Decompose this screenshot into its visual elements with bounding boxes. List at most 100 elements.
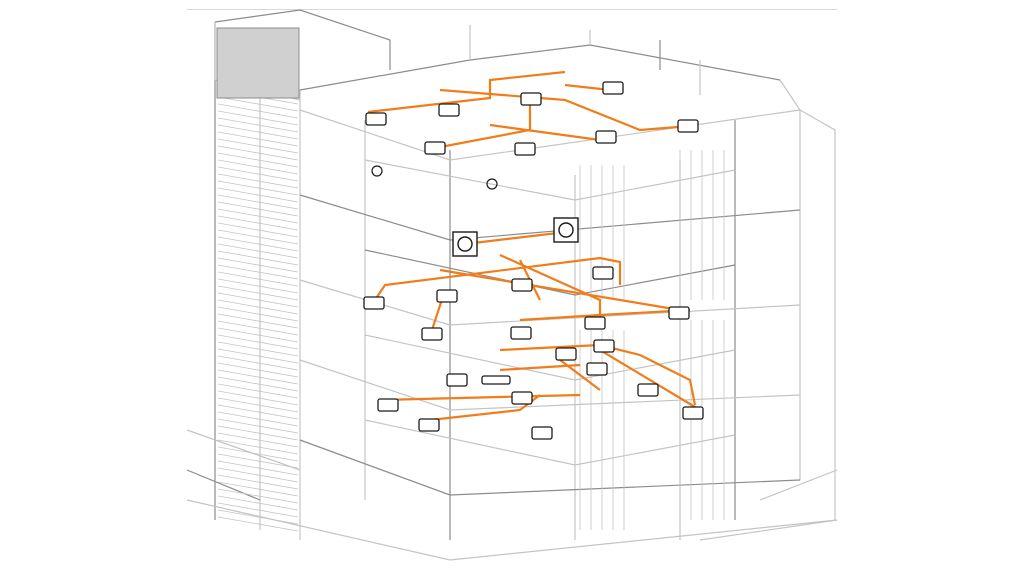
louver-line — [217, 453, 299, 469]
pipe-run — [519, 308, 691, 322]
pipe-run — [499, 253, 602, 320]
louver-line — [217, 502, 299, 518]
indoor-unit-icon — [682, 406, 704, 420]
structure-line — [186, 499, 838, 561]
pipe-run — [367, 70, 566, 114]
louver-line — [217, 243, 299, 259]
indoor-unit-icon — [511, 278, 533, 292]
louver-line — [217, 509, 299, 525]
louver-line — [217, 376, 299, 392]
louver-line — [217, 236, 299, 252]
structure-line — [799, 109, 836, 520]
louver-line — [217, 313, 299, 329]
wall-unit-icon — [481, 375, 511, 385]
indoor-unit-icon — [677, 119, 699, 133]
structure-line — [364, 159, 736, 201]
indoor-unit-icon — [511, 391, 533, 405]
top-border — [187, 9, 837, 10]
pipe-run — [374, 256, 622, 301]
louver-line — [217, 495, 299, 511]
louver-line — [217, 467, 299, 483]
indoor-unit-icon — [418, 418, 440, 432]
louver-line — [217, 404, 299, 420]
louver-line — [217, 208, 299, 224]
indoor-unit-icon — [436, 289, 458, 303]
louver-line — [217, 383, 299, 399]
louver-line — [217, 446, 299, 462]
louver-line — [217, 229, 299, 245]
indoor-unit-icon — [668, 306, 690, 320]
pipe-run — [489, 123, 601, 142]
louver-line — [217, 285, 299, 301]
outdoor-unit-icon — [452, 231, 478, 257]
indoor-unit-icon — [593, 339, 615, 353]
louver-line — [217, 222, 299, 238]
louver-line — [217, 152, 299, 168]
structure-line — [186, 469, 261, 501]
pipe-run — [439, 268, 681, 312]
louver-line — [217, 481, 299, 497]
refrigerant-piping — [367, 70, 701, 422]
louver-line — [217, 355, 299, 371]
louver-line — [217, 145, 299, 161]
indoor-unit-icon — [584, 316, 606, 330]
indoor-unit-icon — [446, 373, 468, 387]
structure-line — [299, 44, 781, 91]
pipe-run — [464, 230, 567, 246]
indoor-unit-icon — [595, 130, 617, 144]
hvac-units — [363, 81, 704, 440]
structure-line — [364, 419, 736, 466]
louver-line — [217, 425, 299, 441]
indoor-unit-icon — [438, 103, 460, 117]
indoor-unit-icon — [555, 347, 577, 361]
louver-line — [217, 418, 299, 434]
louver-line — [217, 488, 299, 504]
pipe-run — [599, 349, 701, 411]
louver-line — [217, 124, 299, 140]
louver-line — [217, 215, 299, 231]
louver-line — [217, 306, 299, 322]
outdoor-unit-icon — [553, 217, 579, 243]
roof-panel — [216, 27, 300, 99]
louver-line — [217, 201, 299, 217]
louver-line — [217, 173, 299, 189]
louver-line — [217, 397, 299, 413]
louver-line — [217, 299, 299, 315]
building-structure — [186, 9, 838, 561]
vent-icon — [371, 165, 383, 177]
louver-line — [217, 264, 299, 280]
louver-line — [217, 187, 299, 203]
structure-line — [299, 439, 801, 496]
louver-line — [217, 271, 299, 287]
louver-line — [217, 250, 299, 266]
louver-line — [217, 257, 299, 273]
pipe-run — [559, 359, 601, 391]
louver-line — [217, 180, 299, 196]
structure-line — [364, 334, 736, 381]
louver-line — [217, 369, 299, 385]
indoor-unit-icon — [377, 398, 399, 412]
fan-icon — [457, 236, 473, 252]
structure-line — [214, 9, 391, 41]
louver-line — [217, 348, 299, 364]
louver-line — [217, 117, 299, 133]
louver-line — [217, 341, 299, 357]
structure-line — [364, 249, 736, 296]
pipe-run — [499, 343, 697, 406]
louver-line — [217, 390, 299, 406]
structure-line — [299, 194, 801, 241]
indoor-unit-icon — [514, 142, 536, 156]
louver-line — [217, 159, 299, 175]
structure-line — [759, 469, 838, 501]
indoor-unit-icon — [424, 141, 446, 155]
louver-line — [217, 320, 299, 336]
indoor-unit-icon — [421, 327, 443, 341]
fan-icon — [558, 222, 574, 238]
louver-line — [217, 110, 299, 126]
structure-line — [779, 79, 801, 480]
pipe-run — [439, 88, 691, 132]
indoor-unit-icon — [602, 81, 624, 95]
louver-line — [217, 131, 299, 147]
indoor-unit-icon — [510, 326, 532, 340]
